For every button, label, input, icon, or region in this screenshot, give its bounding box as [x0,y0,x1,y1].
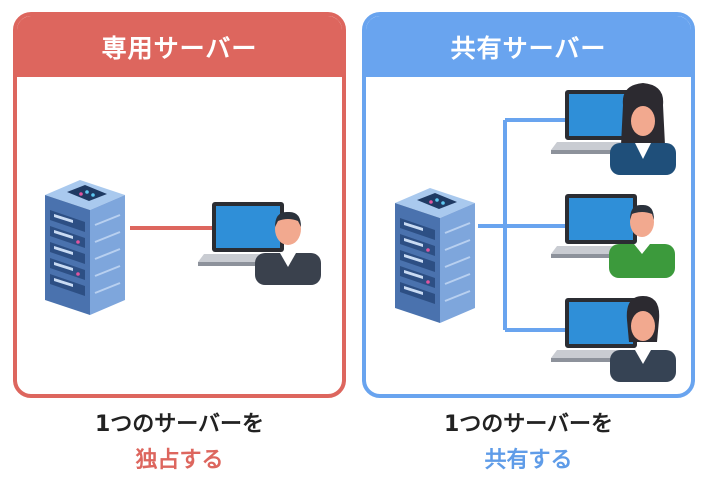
person-icon [610,296,676,382]
shared-connection-lines [478,118,568,332]
person-icon [610,83,676,175]
server-icon [44,179,126,316]
shared-caption-line1: 1つのサーバーを [443,412,614,437]
dedicated-server-title: 専用サーバー [17,16,342,77]
dedicated-caption-line2: 独占する [135,448,224,473]
shared-caption-line2: 共有する [484,448,573,473]
person-icon [255,211,321,285]
dedicated-caption-line1: 1つのサーバーを [94,412,265,437]
shared-caption: 1つのサーバーを 共有する [362,407,695,479]
server-icon [394,187,476,324]
person-icon [609,204,675,278]
shared-server-title: 共有サーバー [366,16,691,77]
dedicated-caption: 1つのサーバーを 独占する [13,407,346,479]
